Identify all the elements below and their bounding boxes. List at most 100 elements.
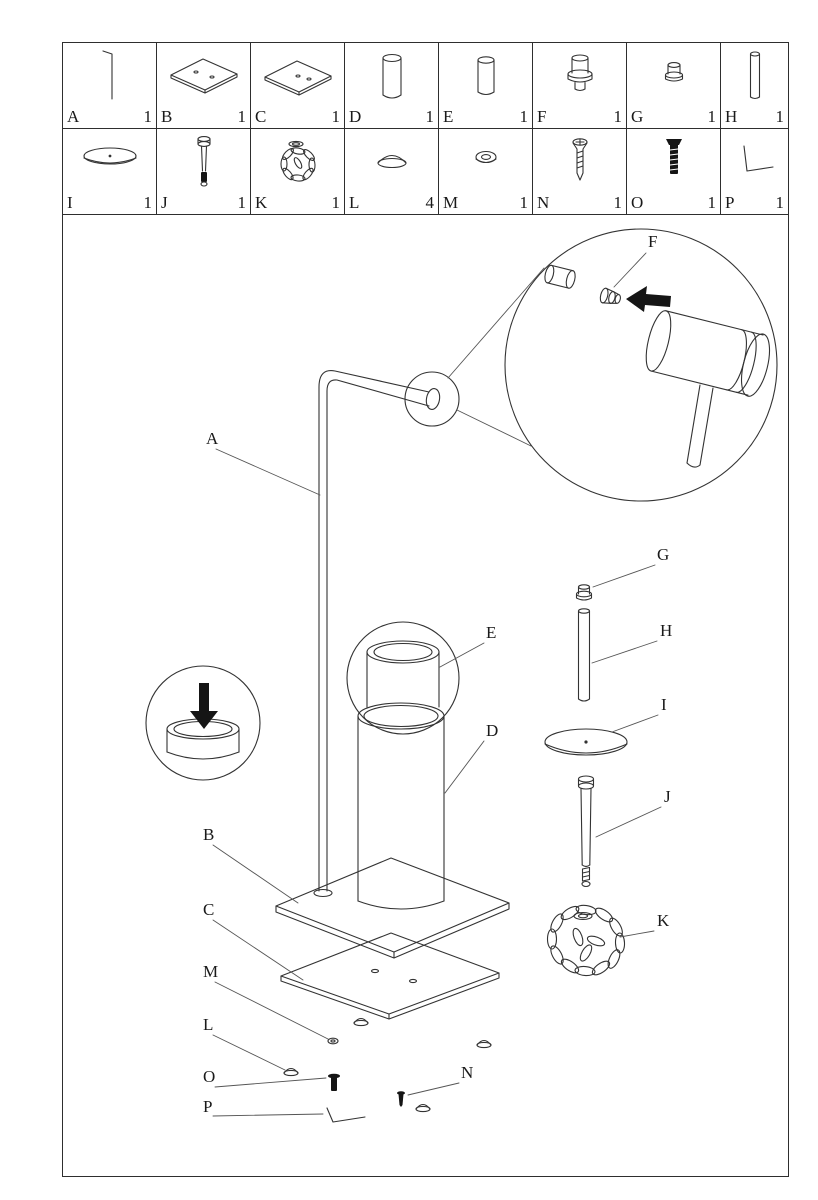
parts-cell-d: D 1 [345,43,439,129]
part-qty: 1 [775,107,785,126]
part-qty: 4 [425,193,435,212]
lid-disc-i-part [544,728,628,756]
label-h: H [660,621,672,640]
label-m: M [203,962,218,981]
parts-cell-h: H 1 [721,43,788,129]
part-qty: 1 [143,107,153,126]
tube-stub [544,264,576,289]
label-j: J [664,787,671,806]
parts-cell-c: C 1 [251,43,345,129]
small-cap-icon [664,62,683,82]
brush-head-icon [279,140,316,182]
callout-g: G [592,545,669,588]
callout-f: F [613,232,657,288]
inner-cup-icon [476,56,495,96]
label-e: E [486,623,496,642]
callout-d: D [444,721,498,794]
base-plate-icon [263,60,332,96]
allen-key-icon [742,145,774,172]
callout-m: M [203,962,329,1040]
inner-cup-e [346,621,460,735]
label-d: D [486,721,498,740]
part-qty: 1 [613,107,623,126]
tube-end-cap-icon [566,54,593,92]
part-qty: 1 [775,193,785,212]
upper-plate-b [275,857,510,959]
part-letter: I [67,193,73,212]
part-letter: J [161,193,168,212]
brush-handle-j-part [577,775,595,888]
part-letter: H [725,107,738,126]
part-letter: D [349,107,362,126]
label-k: K [657,911,670,930]
parts-cell-n: N 1 [533,129,627,215]
label-g: G [657,545,669,564]
parts-cell-l: L 4 [345,129,439,215]
base-plate-c [280,932,500,1020]
callout-h: H [591,621,672,664]
parts-cell-i: I 1 [63,129,157,215]
arm-end-highlight-circle [404,371,460,427]
parts-cell-b: B 1 [157,43,251,129]
black-bolt-o-part [328,1073,340,1091]
label-f: F [648,232,657,251]
black-bolt-icon [665,139,682,174]
callout-i: I [611,695,667,733]
part-letter: L [349,193,360,212]
label-n: N [461,1063,473,1082]
parts-table: A 1 B 1 C 1 [63,43,788,215]
part-letter: O [631,193,644,212]
rod-h-part [577,608,591,702]
stand-pole [318,267,545,892]
label-l: L [203,1015,213,1034]
dome-cap-l-parts [283,1017,492,1113]
callout-p: P [203,1097,324,1117]
brush-handle-icon [196,136,211,187]
mounting-plate-icon [169,58,238,94]
part-qty: 1 [143,193,153,212]
part-qty: 1 [613,193,623,212]
part-letter: K [255,193,268,212]
part-letter: B [161,107,173,126]
callout-j: J [595,787,671,838]
press-direction-arrow-icon [626,286,671,312]
part-qty: 1 [237,193,247,212]
part-qty: 1 [707,107,717,126]
lid-disc-icon [82,147,137,165]
part-letter: P [725,193,735,212]
part-qty: 1 [707,193,717,212]
part-letter: A [67,107,80,126]
parts-cell-o: O 1 [627,129,721,215]
screw-n-part [397,1091,405,1107]
part-letter: G [631,107,644,126]
parts-cell-m: M 1 [439,129,533,215]
washer-m-part [327,1037,339,1045]
part-qty: 1 [519,193,529,212]
callout-o: O [203,1067,327,1088]
part-qty: 1 [331,193,341,212]
washer-icon [474,150,497,164]
part-qty: 1 [519,107,529,126]
canister-d [357,702,445,910]
label-b: B [203,825,214,844]
part-qty: 1 [331,107,341,126]
parts-cell-f: F 1 [533,43,627,129]
label-p: P [203,1097,212,1116]
cap-f-part [599,287,621,304]
screw-icon [571,138,588,181]
part-letter: N [537,193,550,212]
label-o: O [203,1067,215,1086]
callout-k: K [619,911,670,938]
part-qty: 1 [237,107,247,126]
callout-n: N [407,1063,473,1096]
press-down-arrow-icon [190,683,218,729]
callout-a: A [206,429,321,496]
bent-pin-icon [101,50,113,100]
part-letter: F [537,107,547,126]
callout-b: B [203,825,299,904]
brush-head-k-part [546,904,626,977]
parts-cell-a: A 1 [63,43,157,129]
detail-callout-cap-install [504,228,778,502]
assembly-diagram: F A E D G H I J [145,228,778,1123]
callout-c: C [203,900,304,981]
